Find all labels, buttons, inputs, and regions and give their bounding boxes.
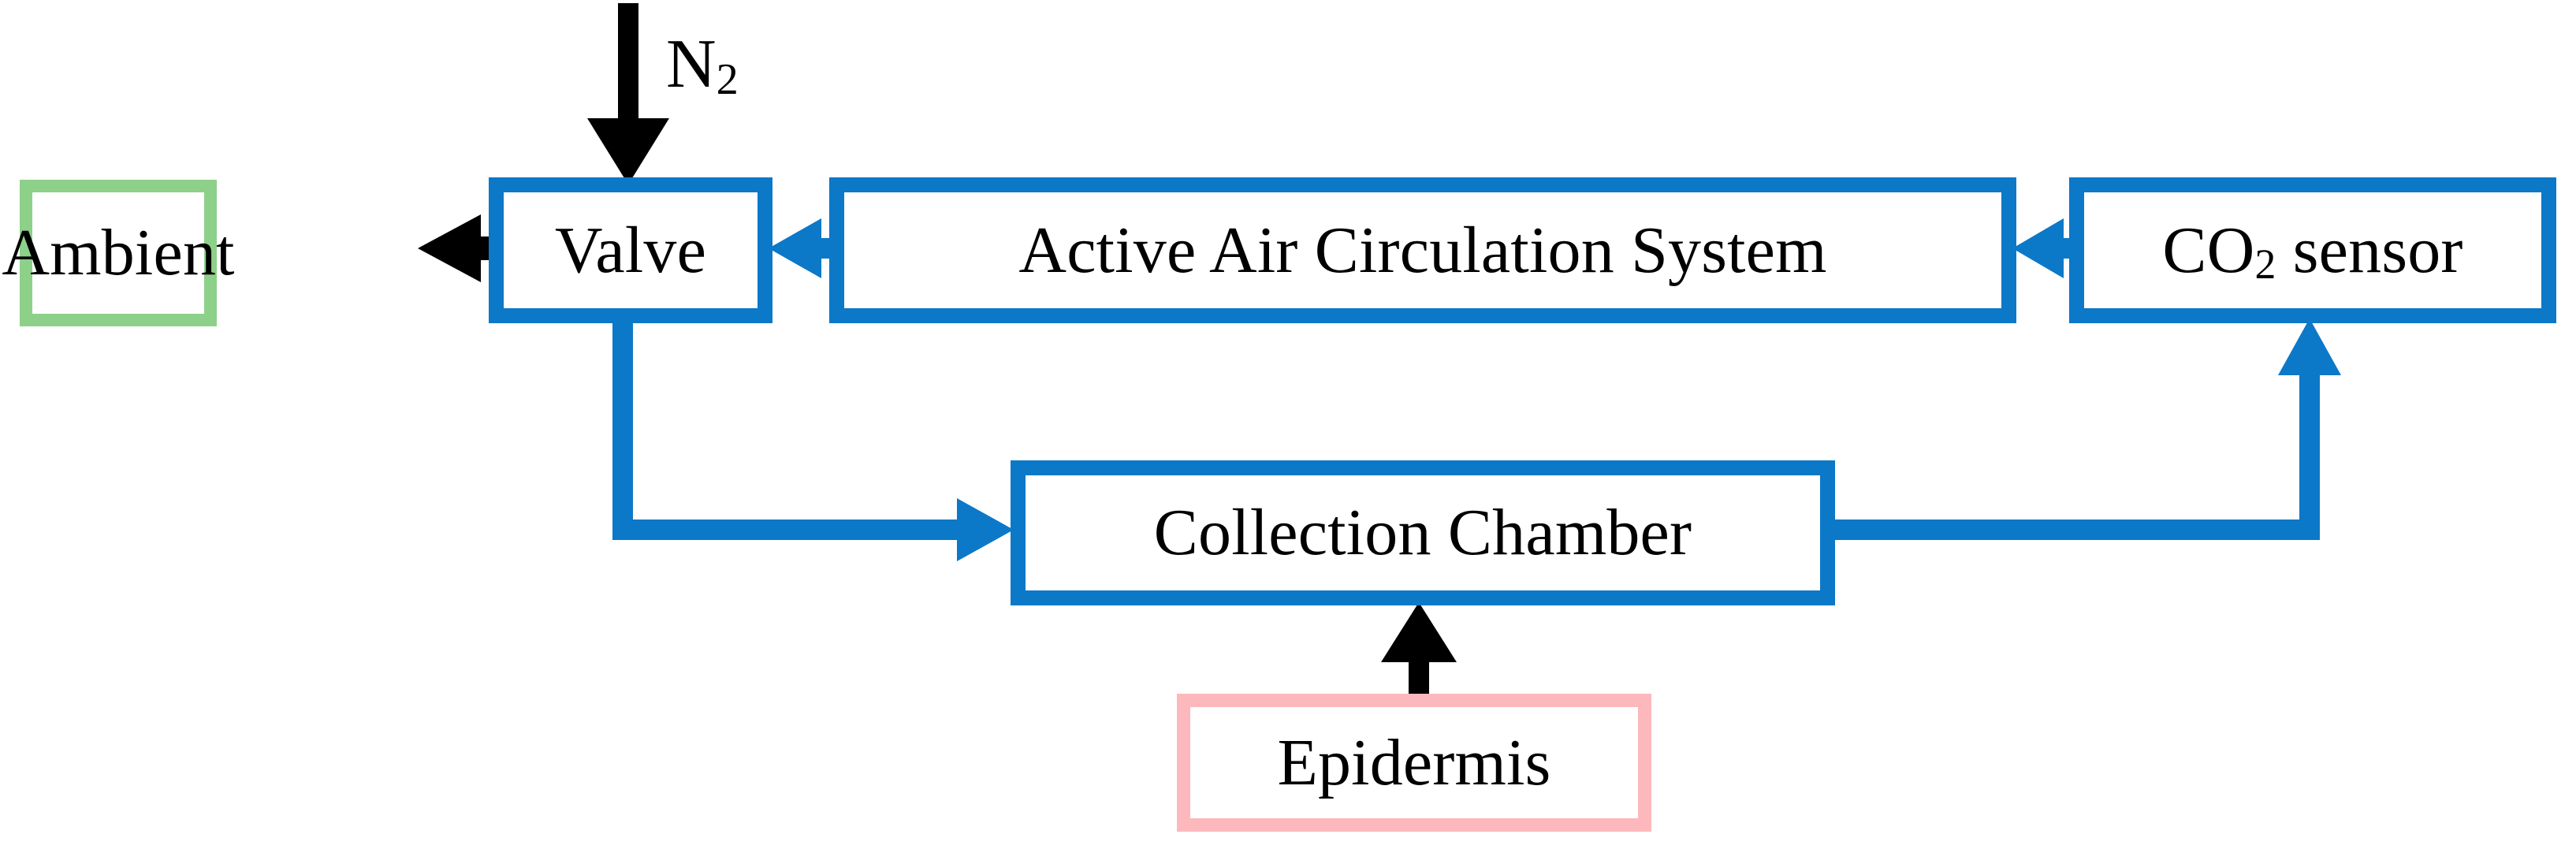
node-active-air-circulation-system-label: Active Air Circulation System [1018, 213, 1827, 287]
node-active-air-circulation-system[interactable]: Active Air Circulation System [829, 177, 2016, 323]
node-epidermis[interactable]: Epidermis [1177, 694, 1651, 832]
edge-valve-to-ambient [418, 214, 492, 282]
node-co2-sensor-label-prefix: CO [2162, 213, 2255, 287]
node-ambient[interactable]: Ambient [2, 180, 234, 326]
edge-co2-sensor-to-active-air [2012, 218, 2072, 278]
node-co2-sensor-label-suffix: sensor [2276, 213, 2463, 287]
edge-active-air-to-valve [769, 218, 832, 278]
edge-collection-chamber-to-co2-sensor [1832, 318, 2341, 540]
node-co2-sensor[interactable]: CO2 sensor [2069, 177, 2556, 323]
edge-label-n2-prefix: N [666, 26, 717, 102]
node-epidermis-label: Epidermis [1277, 725, 1551, 799]
edge-epidermis-to-collection-chamber [1381, 602, 1457, 697]
node-co2-sensor-label-subscript: 2 [2254, 240, 2276, 289]
edge-valve-to-collection-chamber [612, 320, 1014, 561]
node-collection-chamber-label: Collection Chamber [1153, 496, 1692, 569]
edge-label-n2-subscript: 2 [716, 55, 739, 104]
edge-n2-to-valve [587, 3, 669, 184]
node-ambient-label: Ambient [2, 216, 235, 289]
edge-label-n2: N2 [666, 30, 739, 102]
node-valve[interactable]: Valve [489, 177, 772, 323]
node-co2-sensor-label: CO2 sensor [2162, 217, 2462, 285]
node-collection-chamber[interactable]: Collection Chamber [1011, 460, 1835, 605]
node-valve-label: Valve [554, 213, 707, 287]
